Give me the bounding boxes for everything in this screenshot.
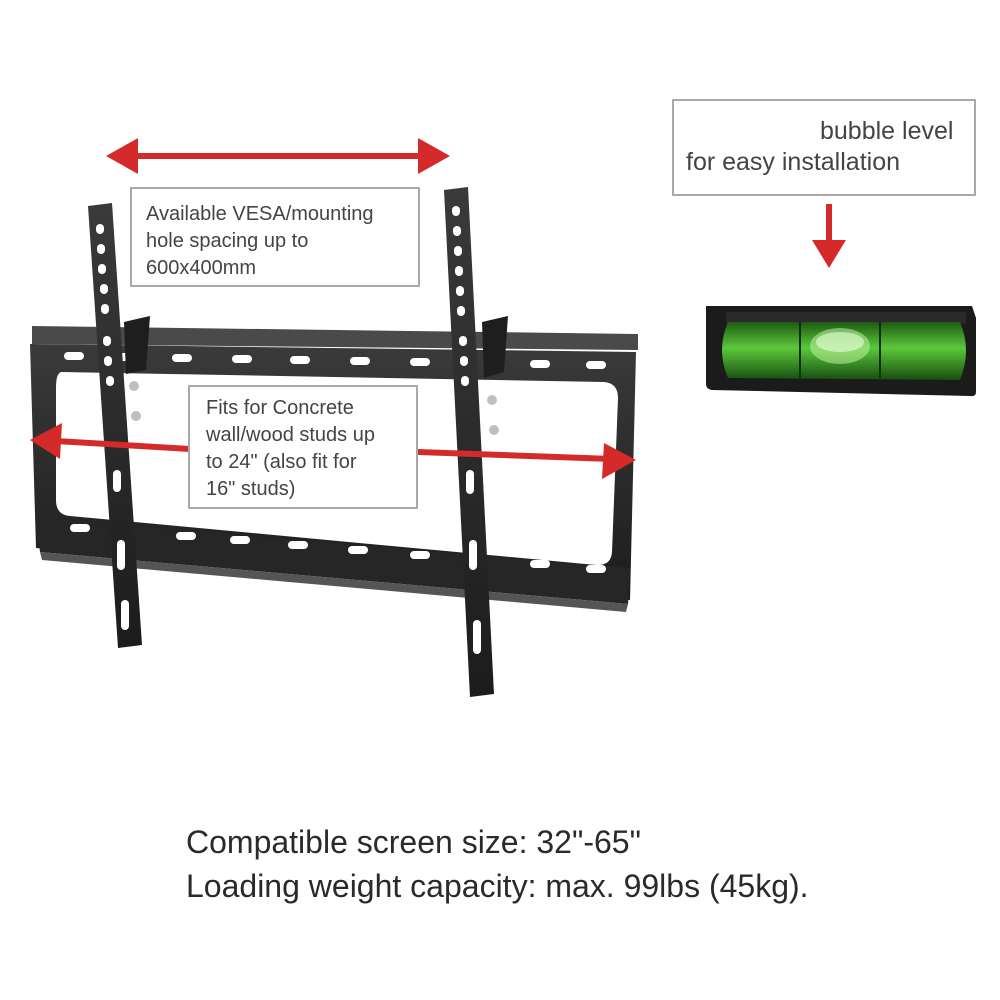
bubble-level-icon [706, 306, 976, 397]
studs-callout-line-4: 16" studs) [206, 478, 296, 500]
weight-capacity-spec: Loading weight capacity: max. 99lbs (45k… [186, 868, 809, 904]
right-mounting-arm [444, 187, 508, 697]
stud-spacing-arrow [30, 423, 636, 479]
screen-size-spec: Compatible screen size: 32"-65" [186, 824, 641, 860]
vesa-callout-line-2: hole spacing up to [146, 230, 309, 252]
level-callout-line-1: bubble level [820, 117, 954, 145]
left-mounting-arm [88, 203, 150, 648]
vesa-spacing-callout: Available VESA/mounting hole spacing up … [130, 187, 420, 287]
level-callout-line-2: for easy installation [686, 148, 901, 176]
vesa-callout-line-3: 600x400mm [146, 257, 257, 279]
studs-callout-line-3: to 24" (also fit for [206, 451, 357, 473]
studs-callout-line-2: wall/wood studs up [206, 424, 375, 446]
vesa-width-arrow [106, 138, 450, 174]
stud-fit-callout: Fits for Concrete wall/wood studs up to … [188, 385, 418, 509]
bubble-level-callout: bubble level for easy installation [672, 99, 976, 196]
vesa-callout-line-1: Available VESA/mounting [146, 203, 374, 225]
studs-callout-line-1: Fits for Concrete [206, 397, 354, 419]
level-pointer-arrow [812, 204, 846, 268]
specifications: Compatible screen size: 32"-65" Loading … [186, 820, 976, 908]
